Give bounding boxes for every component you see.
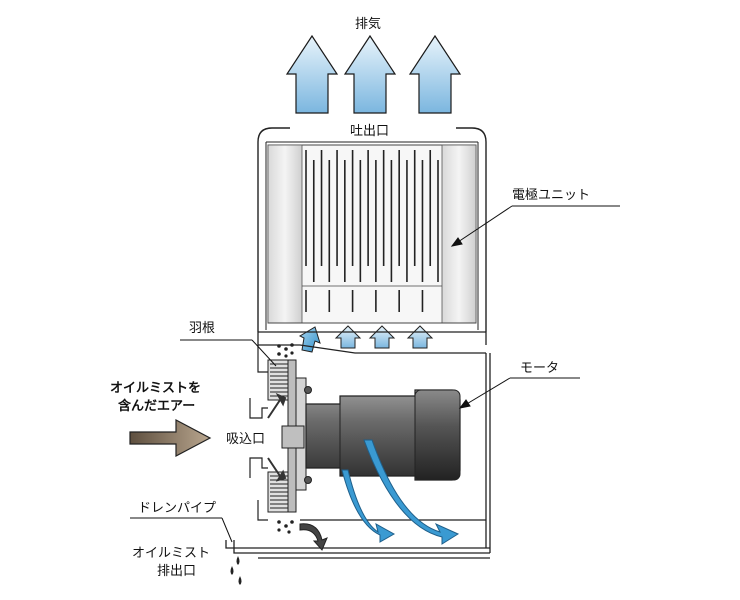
electrode-plates xyxy=(305,150,439,312)
label-electrode-unit: 電極ユニット xyxy=(512,187,590,203)
drain-flow-arrow xyxy=(299,523,328,551)
exhaust-arrow-center xyxy=(343,34,397,114)
fan-flow-arrows xyxy=(267,392,287,482)
drain-pipe xyxy=(225,540,258,554)
oil-droplets xyxy=(230,343,294,585)
motor-airflow xyxy=(341,439,460,545)
inner-arrow-3 xyxy=(406,325,434,349)
label-oil-mist-air-1: オイルミストを xyxy=(110,381,201,396)
drain-leader xyxy=(130,517,233,543)
upper-housing xyxy=(257,127,487,332)
inner-arrow-2 xyxy=(368,325,396,349)
label-intake: 吸込口 xyxy=(226,432,265,447)
label-oil-mist-outlet-2: 排出口 xyxy=(157,564,196,579)
electrode-leader xyxy=(450,205,620,247)
label-motor: モータ xyxy=(520,361,559,376)
motor-leader xyxy=(458,377,580,409)
label-outlet: 吐出口 xyxy=(350,124,389,139)
inner-arrow-curve xyxy=(298,326,321,353)
fan-leader xyxy=(180,339,277,367)
exhaust-arrow-left xyxy=(285,34,339,114)
inner-arrow-1 xyxy=(334,325,362,349)
exhaust-arrow-right xyxy=(408,34,462,114)
label-drain-pipe: ドレンパイプ xyxy=(138,501,216,516)
inner-airflow-arrows xyxy=(298,325,434,353)
label-exhaust: 排気 xyxy=(355,16,381,32)
electrode-unit xyxy=(267,144,477,324)
label-fan: 羽根 xyxy=(189,321,215,336)
lower-housing xyxy=(257,331,491,559)
motor xyxy=(305,389,461,481)
label-oil-mist-outlet-1: オイルミスト xyxy=(132,546,210,561)
label-oil-mist-air-2: 含んだエアー xyxy=(117,398,195,414)
exhaust-arrows xyxy=(285,34,462,114)
intake-arrow xyxy=(129,419,212,457)
